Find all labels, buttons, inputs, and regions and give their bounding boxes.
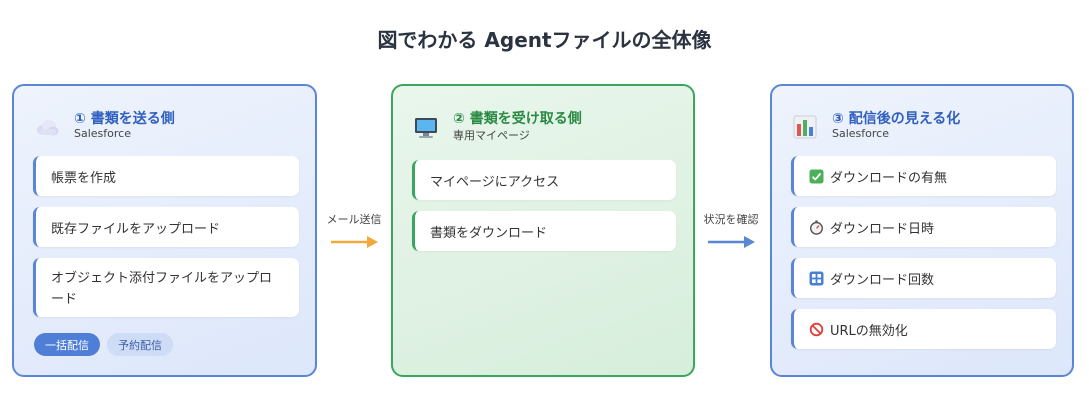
- arrow-label: 状況を確認: [703, 213, 759, 226]
- check-icon: [809, 169, 824, 183]
- tag-group: 一括配信 予約配信: [34, 333, 173, 356]
- item-label: ダウンロード日時: [830, 221, 935, 237]
- list-item-download-docs: 書類をダウンロード: [412, 211, 676, 251]
- list-item-create-form: 帳票を作成: [33, 156, 299, 196]
- tag-scheduled-delivery: 予約配信: [107, 333, 173, 356]
- list-item-upload-existing: 既存ファイルをアップロード: [33, 207, 299, 247]
- item-label: 帳票を作成: [51, 170, 117, 186]
- monitor-icon: [415, 118, 437, 138]
- item-label: オブジェクト添付ファイルをアップロード: [51, 270, 273, 307]
- panel-title: ③ 配信後の見える化: [832, 111, 961, 127]
- list-item-download-datetime: ダウンロード日時: [791, 207, 1056, 247]
- flow-arrow-check: 状況を確認: [701, 211, 761, 249]
- panel-title: ② 書類を受け取る側: [453, 111, 582, 127]
- panel-receiver: ② 書類を受け取る側 専用マイページ マイページにアクセス 書類をダウンロード: [391, 84, 695, 377]
- list-item-upload-attachment: オブジェクト添付ファイルをアップロード: [33, 258, 299, 317]
- flow-arrow-send: メール送信: [324, 211, 384, 249]
- item-label: 書類をダウンロード: [430, 225, 548, 241]
- item-label: URLの無効化: [830, 323, 908, 339]
- panel-subtitle: 専用マイページ: [453, 129, 530, 142]
- cloud-icon: [37, 119, 59, 136]
- item-label: ダウンロードの有無: [830, 170, 948, 186]
- panel-sender: ① 書類を送る側 Salesforce 帳票を作成 既存ファイルをアップロード …: [12, 84, 317, 377]
- list-item-download-status: ダウンロードの有無: [791, 156, 1056, 196]
- diagram-title: 図でわかる Agentファイルの全体像: [377, 28, 712, 52]
- panel-title: ① 書類を送る側: [74, 111, 175, 127]
- item-list: 帳票を作成 既存ファイルをアップロード オブジェクト添付ファイルをアップロード: [33, 156, 299, 328]
- tag-bulk-delivery: 一括配信: [34, 333, 100, 356]
- panel-subtitle: Salesforce: [74, 127, 131, 140]
- panel-subtitle: Salesforce: [832, 127, 889, 140]
- arrow-right-icon: [708, 236, 755, 248]
- item-list: マイページにアクセス 書類をダウンロード: [412, 160, 676, 262]
- item-label: ダウンロード回数: [830, 272, 935, 288]
- list-item-access-mypage: マイページにアクセス: [412, 160, 676, 200]
- prohibited-icon: [809, 322, 824, 336]
- arrow-right-icon: [331, 236, 378, 248]
- item-label: 既存ファイルをアップロード: [51, 221, 221, 237]
- item-label: マイページにアクセス: [430, 174, 560, 190]
- bar-chart-icon: [793, 115, 817, 139]
- arrow-label: メール送信: [326, 213, 382, 226]
- counter-icon: [809, 271, 824, 285]
- list-item-url-disable: URLの無効化: [791, 309, 1056, 349]
- list-item-download-count: ダウンロード回数: [791, 258, 1056, 298]
- panel-visualization: ③ 配信後の見える化 Salesforce ダウンロードの有無 ダウンロード日時: [770, 84, 1074, 377]
- stopwatch-icon: [809, 220, 824, 235]
- item-list: ダウンロードの有無 ダウンロード日時 ダウンロード回数: [791, 156, 1056, 360]
